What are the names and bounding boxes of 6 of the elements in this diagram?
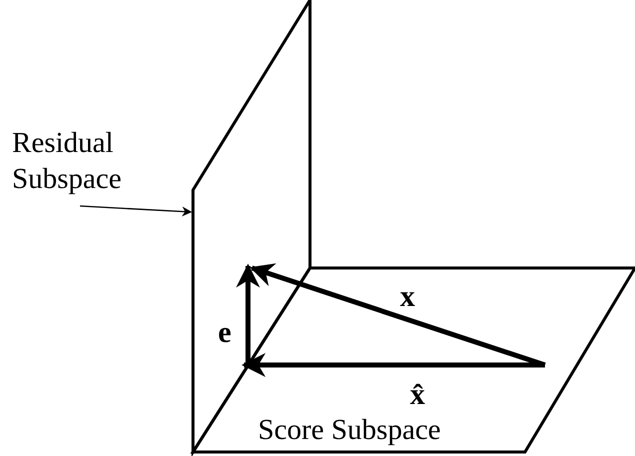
vector-label: x̂ <box>410 380 425 410</box>
plane-label: Score Subspace <box>258 413 442 448</box>
vector-label: x <box>400 282 415 312</box>
subspace-label: Residual Subspace <box>12 126 123 197</box>
leader-arrow <box>80 205 192 216</box>
vector-label: e <box>218 318 232 348</box>
